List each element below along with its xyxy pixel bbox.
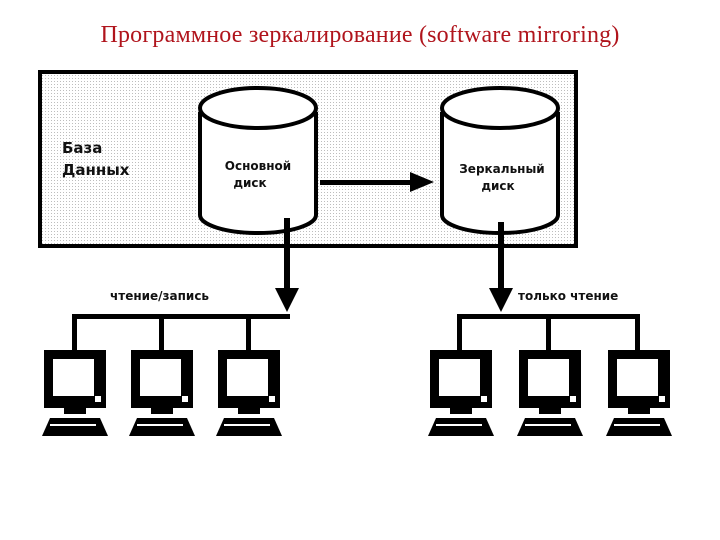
primary-disk-cylinder bbox=[198, 86, 318, 235]
mirror-disk-cylinder bbox=[440, 86, 560, 235]
primary-disk-label-line1: Основной bbox=[225, 159, 291, 173]
mirror-disk-label-line2: диск bbox=[481, 179, 514, 193]
workstation-left-1 bbox=[42, 350, 108, 436]
database-label-line1: База bbox=[62, 139, 102, 157]
read-write-arrow bbox=[275, 218, 299, 312]
workstation-right-1 bbox=[428, 350, 494, 436]
replication-arrow bbox=[320, 172, 434, 192]
workstation-left-3 bbox=[216, 350, 282, 436]
database-label-line2: Данных bbox=[62, 161, 130, 179]
read-only-label: только чтение bbox=[518, 289, 618, 303]
workstation-left-2 bbox=[129, 350, 195, 436]
read-only-arrow bbox=[489, 222, 513, 312]
workstation-right-3 bbox=[606, 350, 672, 436]
left-network-bus bbox=[72, 314, 290, 350]
primary-disk-label-line2: диск bbox=[233, 176, 266, 190]
right-network-bus bbox=[457, 314, 640, 350]
slide-title: Программное зеркалирование (software mir… bbox=[100, 22, 620, 48]
read-write-label: чтение/запись bbox=[110, 289, 209, 303]
workstation-right-2 bbox=[517, 350, 583, 436]
mirror-disk-label-line1: Зеркальный bbox=[459, 162, 544, 176]
